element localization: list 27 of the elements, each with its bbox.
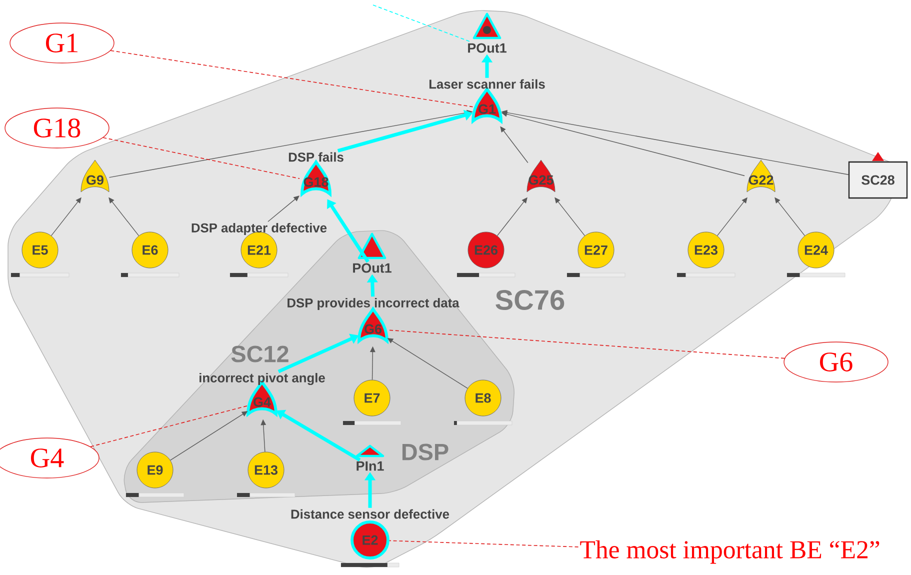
gate-label: DSP provides incorrect data [288, 298, 460, 310]
port-triangle: POut1 [353, 232, 392, 273]
leader-line [110, 50, 474, 108]
or-gate: G6 [358, 308, 388, 342]
leader-line [372, 4, 472, 42]
node-label: POut1 [353, 263, 392, 273]
region-label: SC76 [496, 290, 564, 310]
subsystem-box: SC28 [848, 152, 908, 199]
leader-line [386, 330, 785, 359]
node-label: POut1 [468, 43, 506, 53]
arrow [268, 196, 300, 222]
callout-note: The most important BE “E2” [580, 540, 880, 564]
or-gate: G22 [746, 160, 776, 192]
gate-label: DSP fails [288, 152, 344, 162]
node-label: PIn1 [356, 461, 384, 471]
gate-label: Laser scanner fails [429, 79, 545, 89]
or-gate: G1 [472, 88, 502, 122]
leader-line [102, 137, 300, 179]
or-gate: G25 [526, 160, 556, 192]
leader-line [90, 405, 248, 448]
port-triangle: POut1 [468, 12, 506, 53]
region-label: SC12 [231, 346, 288, 362]
region-label: DSP [402, 444, 448, 460]
leader-line [389, 540, 579, 548]
or-gate: G9 [80, 160, 110, 192]
port-triangle: PIn1 [356, 444, 384, 471]
event-label: Distance sensor defective [291, 509, 450, 519]
